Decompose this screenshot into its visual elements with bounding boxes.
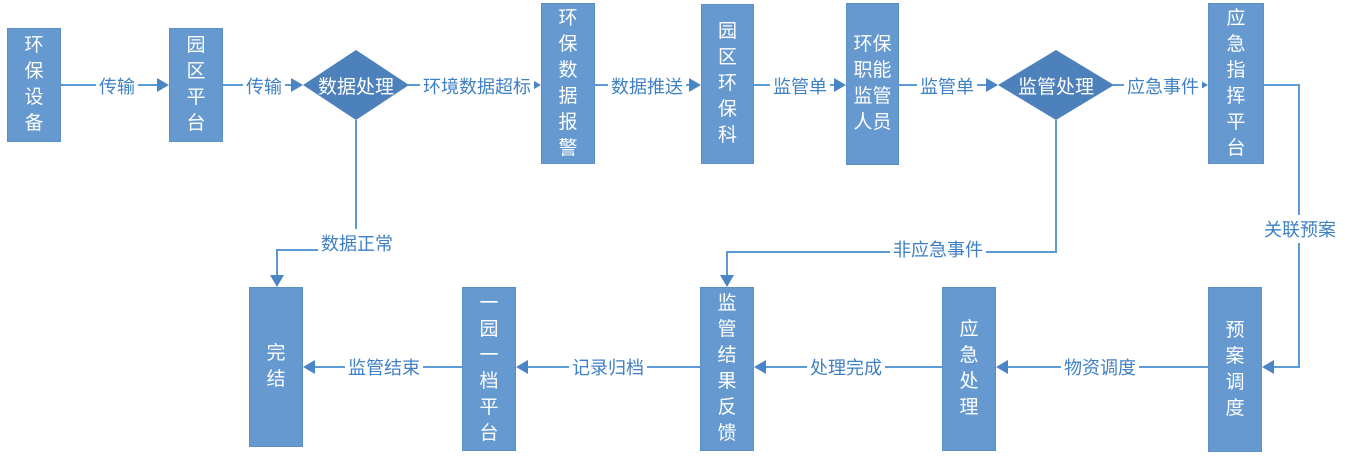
node-finish: 完 结 (249, 287, 303, 447)
node-park-platform: 园 区 平 台 (169, 28, 223, 142)
edge-emergency-to-plan-bottom-line (1274, 366, 1300, 368)
edge-label-transmit-2: 传输 (243, 72, 285, 100)
arrowhead-into-archive-platform (516, 360, 528, 374)
arrowhead-into-plan-dispatch (1262, 360, 1274, 374)
edge-label-supervision-order-1: 监管单 (770, 72, 830, 100)
arrowhead-into-park-platform (157, 78, 169, 92)
arrowhead-into-finish-top (270, 275, 284, 287)
edge-label-linked-plan: 关联预案 (1261, 215, 1339, 243)
arrowhead-into-supervision-feedback-right (754, 360, 766, 374)
edge-label-transmit-1: 传输 (96, 72, 138, 100)
edge-label-material-dispatch: 物资调度 (1061, 353, 1139, 381)
node-archive-platform: 一 园 一 档 平 台 (462, 287, 516, 451)
edge-label-handling-complete: 处理完成 (807, 353, 885, 381)
arrowhead-into-park-env-dept (689, 78, 701, 92)
node-emergency-handling: 应 急 处 理 (942, 287, 996, 451)
arrowhead-into-supervision-processing (986, 78, 998, 92)
node-env-data-alarm: 环 保 数 据 报 警 (541, 3, 595, 164)
arrowhead-into-finish-right (303, 360, 315, 374)
edge-emergency-to-plan-top-line (1264, 84, 1300, 86)
edge-label-non-emergency-event: 非应急事件 (890, 235, 986, 263)
edge-label-supervision-end: 监管结束 (345, 353, 423, 381)
edge-supprocessing-to-feedback-drop-line (726, 251, 728, 277)
arrowhead-into-supervision-feedback-top (720, 275, 734, 287)
arrowhead-into-emergency-handling (996, 360, 1008, 374)
edge-processing-to-finish-vertical-line (355, 120, 357, 250)
node-env-device: 环 保 设 备 (7, 28, 61, 142)
edge-label-data-over-threshold: 环境数据超标 (420, 72, 534, 100)
node-data-processing-decision: 数据处理 (303, 50, 409, 120)
node-plan-dispatch: 预 案 调 度 (1208, 287, 1262, 452)
node-supervision-processing-decision: 监管处理 (998, 50, 1114, 120)
arrowhead-into-env-supervisors (834, 78, 846, 92)
edge-label-data-normal: 数据正常 (318, 229, 396, 257)
arrowhead-into-data-processing (291, 78, 303, 92)
edge-label-data-push: 数据推送 (608, 72, 686, 100)
edge-label-supervision-order-2: 监管单 (917, 72, 977, 100)
node-park-env-dept: 园 区 环 保 科 (701, 4, 754, 164)
edge-supprocessing-to-feedback-vertical-line (1055, 120, 1057, 252)
edge-processing-to-finish-horizontal-line (277, 249, 356, 251)
node-supervision-feedback: 监 管 结 果 反 馈 (700, 287, 754, 451)
node-emergency-platform: 应 急 指 挥 平 台 (1208, 3, 1264, 164)
edge-label-emergency-event: 应急事件 (1124, 72, 1202, 100)
edge-label-record-archive: 记录归档 (569, 353, 647, 381)
edge-processing-to-finish-drop-line (276, 249, 278, 277)
node-env-supervisors: 环保 职能 监管 人员 (846, 3, 899, 165)
